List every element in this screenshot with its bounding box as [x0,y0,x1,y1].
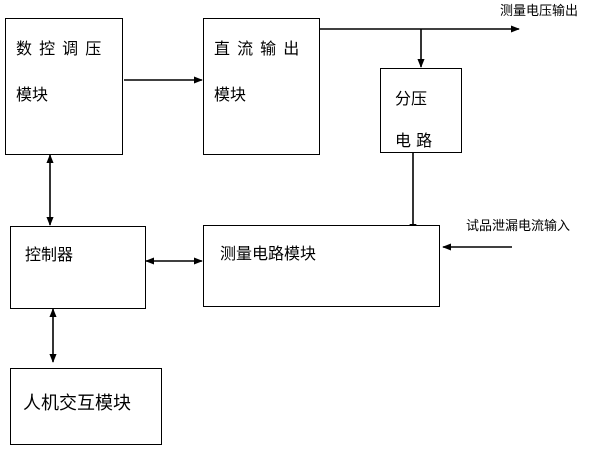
hmi-module: 人机交互模块 [10,368,162,445]
dc-output-label-line1: 直 流 输 出 [214,39,301,58]
output-signal-label: 测量电压输出 [500,4,579,19]
dc-output-module: 直 流 输 出 模块 [203,18,320,155]
controller-module: 控制器 [10,226,146,309]
divider-label-line1: 分压 [395,89,428,108]
voltage-divider-circuit: 分压 电 路 [380,68,462,153]
digital-voltage-module: 数 控 调 压 模块 [5,18,123,155]
hmi-label: 人机交互模块 [23,393,131,414]
measurement-circuit-module: 测量电路模块 [203,225,440,307]
digital-voltage-label-line2: 模块 [16,85,49,104]
divider-label-line2: 电 路 [395,131,433,150]
controller-label: 控制器 [25,245,74,264]
digital-voltage-label-line1: 数 控 调 压 [16,39,103,58]
input-signal-label: 试品泄漏电流输入 [466,219,571,234]
dc-output-label-line2: 模块 [214,85,247,104]
measurement-circuit-label: 测量电路模块 [220,244,317,263]
